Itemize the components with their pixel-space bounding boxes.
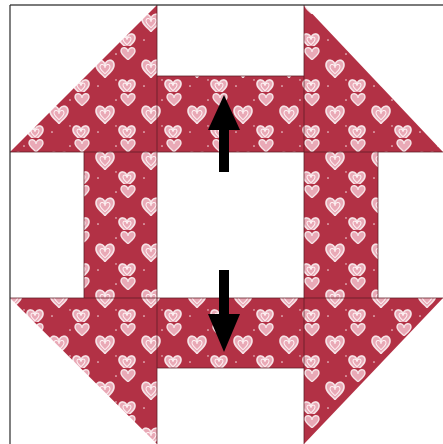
side-band-right [304, 152, 378, 298]
side-band-left [84, 152, 157, 298]
center-square [157, 152, 304, 298]
